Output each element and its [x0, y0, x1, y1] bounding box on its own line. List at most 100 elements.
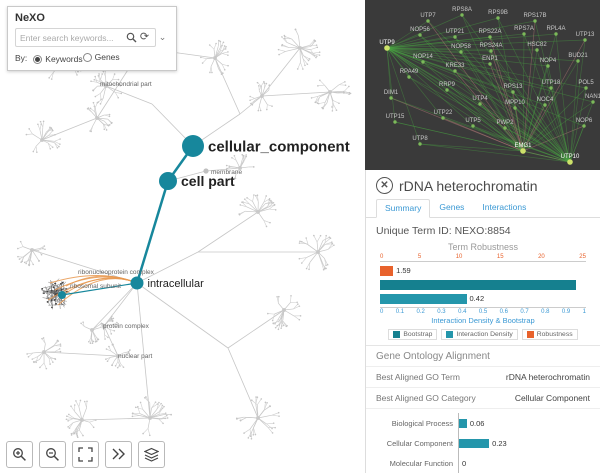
ontology-term-node[interactable] [130, 276, 144, 290]
tree-leaf-node[interactable] [103, 327, 106, 330]
tree-leaf-node[interactable] [296, 301, 298, 304]
gene-node[interactable] [384, 45, 390, 51]
tree-leaf-node[interactable] [116, 321, 118, 324]
tree-leaf-node[interactable] [331, 106, 333, 108]
gene-node[interactable] [520, 148, 526, 154]
tree-leaf-node[interactable] [298, 257, 301, 260]
tree-leaf-node[interactable] [315, 56, 317, 59]
tree-leaf-node[interactable] [256, 396, 259, 399]
tree-leaf-node[interactable] [116, 366, 119, 369]
tree-leaf-node[interactable] [271, 105, 273, 107]
tree-leaf-node[interactable] [348, 85, 350, 88]
tree-leaf-node[interactable] [97, 74, 100, 77]
tree-leaf-node[interactable] [56, 146, 59, 149]
tree-leaf-node[interactable] [164, 412, 167, 414]
tree-leaf-node[interactable] [94, 75, 96, 78]
tree-leaf-node[interactable] [209, 71, 211, 74]
cluster-node[interactable] [61, 281, 64, 284]
tree-leaf-node[interactable] [343, 92, 345, 94]
tree-leaf-node[interactable] [25, 262, 27, 265]
tree-leaf-node[interactable] [77, 70, 79, 73]
tree-leaf-node[interactable] [317, 102, 320, 105]
tree-leaf-node[interactable] [299, 315, 302, 317]
tree-leaf-node[interactable] [94, 419, 97, 421]
tree-leaf-node[interactable] [239, 204, 242, 206]
tree-leaf-node[interactable] [76, 74, 78, 76]
tree-leaf-node[interactable] [267, 312, 269, 315]
tab-genes[interactable]: Genes [439, 202, 465, 212]
tree-leaf-node[interactable] [318, 54, 321, 56]
tree-leaf-node[interactable] [283, 37, 286, 40]
tree-leaf-node[interactable] [265, 82, 268, 85]
tree-leaf-node[interactable] [249, 99, 251, 102]
tree-leaf-node[interactable] [59, 350, 62, 353]
cluster-node[interactable] [55, 302, 57, 305]
tree-leaf-node[interactable] [104, 338, 106, 340]
tree-leaf-node[interactable] [224, 48, 227, 50]
collapse-all-button[interactable] [105, 441, 132, 468]
tree-leaf-node[interactable] [285, 325, 288, 328]
tree-leaf-node[interactable] [272, 201, 275, 204]
tree-leaf-node[interactable] [274, 322, 276, 325]
tree-leaf-node[interactable] [325, 264, 327, 267]
tree-leaf-node[interactable] [51, 146, 54, 148]
tree-leaf-node[interactable] [67, 413, 70, 416]
tree-leaf-node[interactable] [83, 400, 86, 403]
tree-leaf-node[interactable] [333, 244, 335, 246]
cluster-node[interactable] [46, 290, 49, 293]
gene-node[interactable] [460, 13, 464, 17]
cluster-node[interactable] [55, 289, 58, 292]
tree-leaf-node[interactable] [264, 401, 267, 404]
gene-node[interactable] [567, 159, 573, 165]
tree-leaf-node[interactable] [44, 248, 46, 251]
tree-leaf-node[interactable] [266, 108, 268, 111]
tree-leaf-node[interactable] [238, 213, 241, 216]
tree-leaf-node[interactable] [298, 305, 301, 307]
tree-leaf-node[interactable] [163, 405, 165, 408]
search-icon[interactable] [125, 31, 138, 44]
tree-leaf-node[interactable] [225, 164, 228, 167]
tree-leaf-node[interactable] [344, 84, 347, 86]
tree-leaf-node[interactable] [79, 399, 82, 402]
tree-leaf-node[interactable] [89, 342, 92, 344]
tree-leaf-node[interactable] [322, 268, 325, 271]
tree-leaf-node[interactable] [37, 123, 39, 126]
tree-leaf-node[interactable] [223, 45, 226, 47]
tree-leaf-node[interactable] [117, 78, 120, 81]
tree-leaf-node[interactable] [93, 78, 96, 81]
gene-node[interactable] [407, 75, 411, 79]
tree-leaf-node[interactable] [322, 107, 324, 110]
tree-leaf-node[interactable] [271, 427, 273, 430]
tree-leaf-node[interactable] [131, 412, 134, 415]
tree-leaf-node[interactable] [250, 102, 252, 105]
tree-leaf-node[interactable] [35, 361, 37, 364]
tree-leaf-node[interactable] [243, 432, 245, 434]
gene-node[interactable] [496, 16, 500, 20]
tree-leaf-node[interactable] [308, 268, 310, 271]
tree-leaf-node[interactable] [308, 58, 311, 60]
tree-leaf-node[interactable] [32, 360, 35, 363]
tree-leaf-node[interactable] [92, 89, 95, 92]
tree-leaf-node[interactable] [331, 241, 333, 243]
gene-node[interactable] [511, 90, 515, 94]
tree-leaf-node[interactable] [82, 321, 84, 323]
tree-leaf-node[interactable] [276, 324, 279, 327]
tree-leaf-node[interactable] [263, 80, 265, 83]
tree-leaf-node[interactable] [43, 245, 46, 247]
tree-leaf-node[interactable] [17, 255, 19, 258]
search-box[interactable]: ⟳ [15, 28, 156, 47]
tree-leaf-node[interactable] [99, 103, 102, 105]
tree-leaf-node[interactable] [127, 350, 130, 353]
tree-leaf-node[interactable] [21, 260, 23, 263]
tree-leaf-node[interactable] [242, 154, 245, 157]
tree-leaf-node[interactable] [256, 81, 259, 84]
tree-leaf-node[interactable] [91, 342, 94, 345]
tree-leaf-node[interactable] [156, 403, 159, 405]
tree-leaf-node[interactable] [106, 360, 109, 363]
tree-leaf-node[interactable] [218, 39, 220, 42]
gene-node[interactable] [554, 32, 558, 36]
tree-leaf-node[interactable] [278, 324, 281, 326]
tree-leaf-node[interactable] [95, 340, 98, 343]
tree-leaf-node[interactable] [324, 267, 326, 270]
